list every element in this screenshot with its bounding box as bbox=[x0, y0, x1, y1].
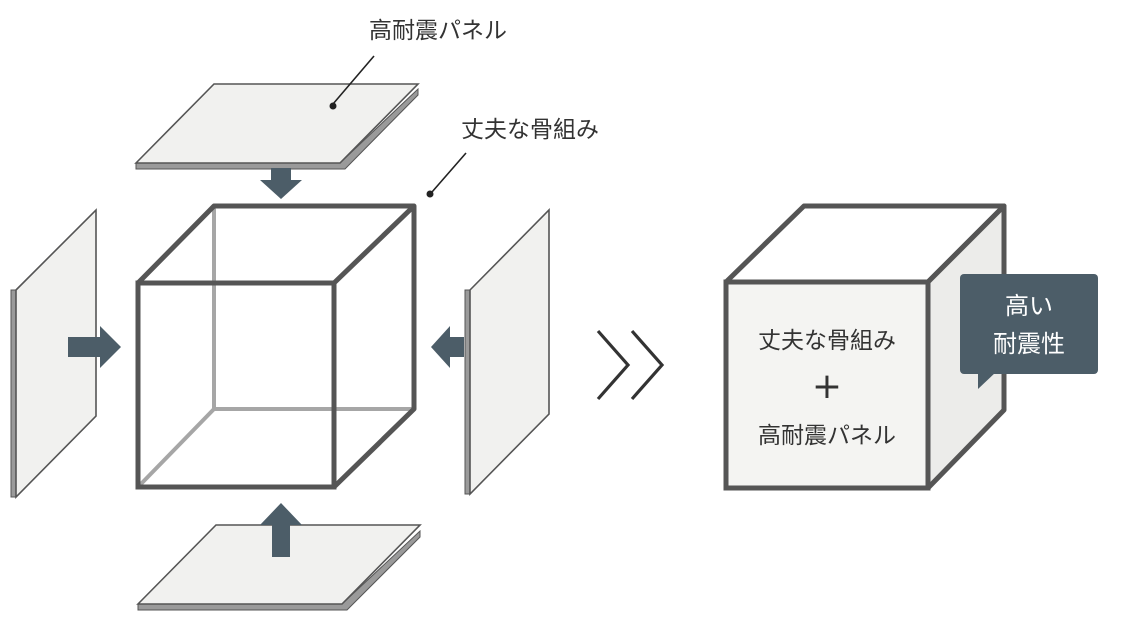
speech-bubble bbox=[960, 274, 1098, 389]
top-callout-leader bbox=[329, 55, 375, 110]
frame-callout-leader bbox=[426, 152, 467, 198]
result-cube-front-face bbox=[723, 279, 931, 491]
result-line-frame: 丈夫な骨組み bbox=[758, 328, 896, 354]
arrow-up-from-bottom bbox=[260, 503, 302, 557]
result-line-panel: 高耐震パネル bbox=[758, 423, 896, 449]
frame-callout-label: 丈夫な骨組み bbox=[461, 117, 599, 143]
frame-back-diagonal-edge bbox=[136, 407, 216, 489]
frame-front-face bbox=[135, 280, 337, 490]
bubble-line-1: 高い bbox=[1005, 292, 1053, 320]
top-callout-label: 高耐震パネル bbox=[369, 18, 507, 44]
arrow-left-from-right bbox=[431, 326, 464, 368]
left-side-panel bbox=[10, 208, 97, 499]
bubble-line-2: 耐震性 bbox=[993, 330, 1065, 358]
bottom-panel bbox=[136, 524, 422, 611]
top-panel bbox=[134, 83, 420, 170]
result-plus: + bbox=[812, 366, 842, 407]
frame-top-front-diagonal bbox=[332, 204, 416, 285]
arrow-right-from-left bbox=[68, 326, 121, 368]
double-chevron-icon bbox=[596, 329, 665, 401]
right-side-panel bbox=[464, 208, 550, 496]
arrow-down-from-top bbox=[260, 168, 302, 199]
frame-cube bbox=[135, 203, 417, 490]
